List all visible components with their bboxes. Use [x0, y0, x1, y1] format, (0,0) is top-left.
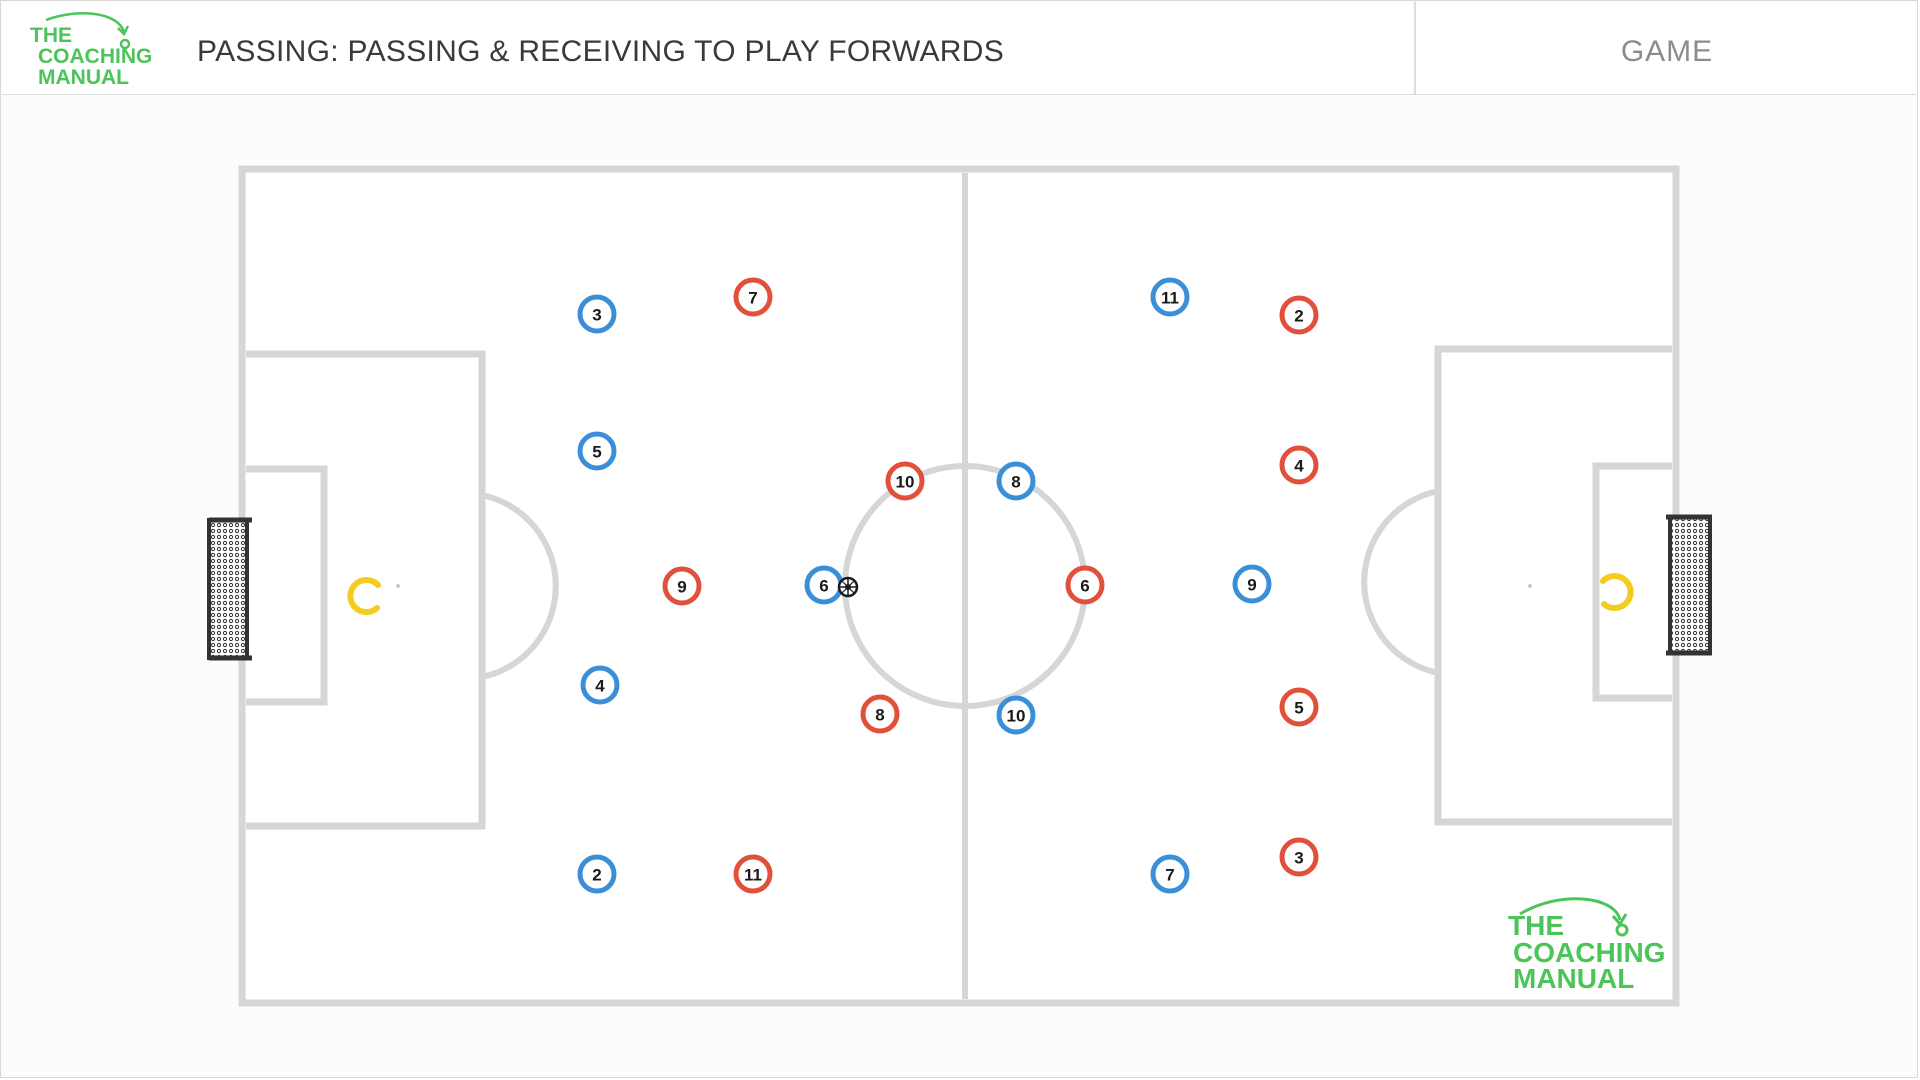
blue-player-8[interactable]: 8: [996, 461, 1036, 501]
blue-player-2[interactable]: 2: [577, 854, 617, 894]
right-goalkeeper-marker: [1600, 573, 1634, 611]
left-penalty-area: [246, 350, 486, 830]
player-number: 6: [819, 577, 828, 596]
player-number: 9: [1247, 576, 1256, 595]
right-penalty-spot: [1528, 584, 1532, 588]
player-number: 7: [1165, 866, 1174, 885]
blue-player-7[interactable]: 7: [1150, 854, 1190, 894]
blue-player-4[interactable]: 4: [580, 665, 620, 705]
logo-line-3: MANUAL: [38, 66, 129, 89]
blue-player-5[interactable]: 5: [577, 431, 617, 471]
right-penalty-area: [1434, 345, 1672, 826]
player-number: 3: [1294, 849, 1303, 868]
pitch-boundary: [238, 165, 1680, 1007]
football-icon[interactable]: [837, 576, 859, 598]
player-number: 7: [748, 289, 757, 308]
player-number: 11: [1161, 289, 1179, 308]
red-player-6[interactable]: 6: [1065, 565, 1105, 605]
player-number: 2: [1294, 307, 1303, 326]
blue-player-10[interactable]: 10: [996, 695, 1036, 735]
red-team: 7 9 10 8 11 6 2 4 5 3: [662, 277, 1319, 894]
player-number: 8: [1011, 473, 1020, 492]
player-number: 10: [896, 473, 915, 492]
watermark-line-1: THE: [1508, 910, 1564, 941]
watermark-line-3: MANUAL: [1513, 963, 1634, 994]
player-number: 4: [1294, 457, 1304, 476]
player-number: 3: [592, 306, 601, 325]
coaching-manual-watermark: THE COACHING MANUAL: [1508, 897, 1665, 994]
left-six-yard-box: [246, 465, 328, 706]
red-player-11[interactable]: 11: [733, 854, 773, 894]
right-six-yard-box: [1592, 462, 1672, 702]
player-number: 4: [595, 677, 605, 696]
red-player-5[interactable]: 5: [1279, 687, 1319, 727]
left-penalty-arc: [481, 492, 559, 680]
player-number: 6: [1080, 577, 1089, 596]
blue-player-11[interactable]: 11: [1150, 277, 1190, 317]
header-bar: THE COACHING MANUAL PASSING: PASSING & R…: [2, 2, 1916, 95]
blue-player-9[interactable]: 9: [1232, 564, 1272, 604]
left-penalty-spot: [396, 584, 400, 588]
red-player-2[interactable]: 2: [1279, 295, 1319, 335]
logo-line-1: THE: [30, 24, 72, 47]
coaching-manual-logo: THE COACHING MANUAL: [30, 12, 152, 89]
player-number: 10: [1007, 707, 1026, 726]
player-number: 11: [744, 866, 762, 885]
blue-team: 3 5 4 2 6 8 10 11 9 7: [577, 277, 1272, 894]
red-player-7[interactable]: 7: [733, 277, 773, 317]
logo-line-2: COACHING: [38, 45, 152, 68]
header-divider: [1414, 2, 1416, 94]
blue-player-3[interactable]: 3: [577, 294, 617, 334]
player-number: 2: [592, 866, 601, 885]
player-number: 9: [677, 578, 686, 597]
right-goal: [1666, 514, 1712, 656]
red-player-9[interactable]: 9: [662, 566, 702, 606]
mode-label: GAME: [1620, 35, 1714, 68]
left-goalkeeper-marker: [347, 577, 381, 615]
red-player-4[interactable]: 4: [1279, 445, 1319, 485]
watermark-line-2: COACHING: [1513, 937, 1665, 968]
player-number: 8: [875, 706, 884, 725]
red-player-3[interactable]: 3: [1279, 837, 1319, 877]
right-penalty-arc: [1361, 488, 1439, 676]
player-number: 5: [1294, 699, 1303, 718]
red-player-8[interactable]: 8: [860, 694, 900, 734]
page-title: PASSING: PASSING & RECEIVING TO PLAY FOR…: [197, 35, 1005, 68]
player-number: 5: [592, 443, 601, 462]
blue-player-6[interactable]: 6: [804, 565, 844, 605]
left-goal: [207, 517, 252, 661]
red-player-10[interactable]: 10: [885, 461, 925, 501]
